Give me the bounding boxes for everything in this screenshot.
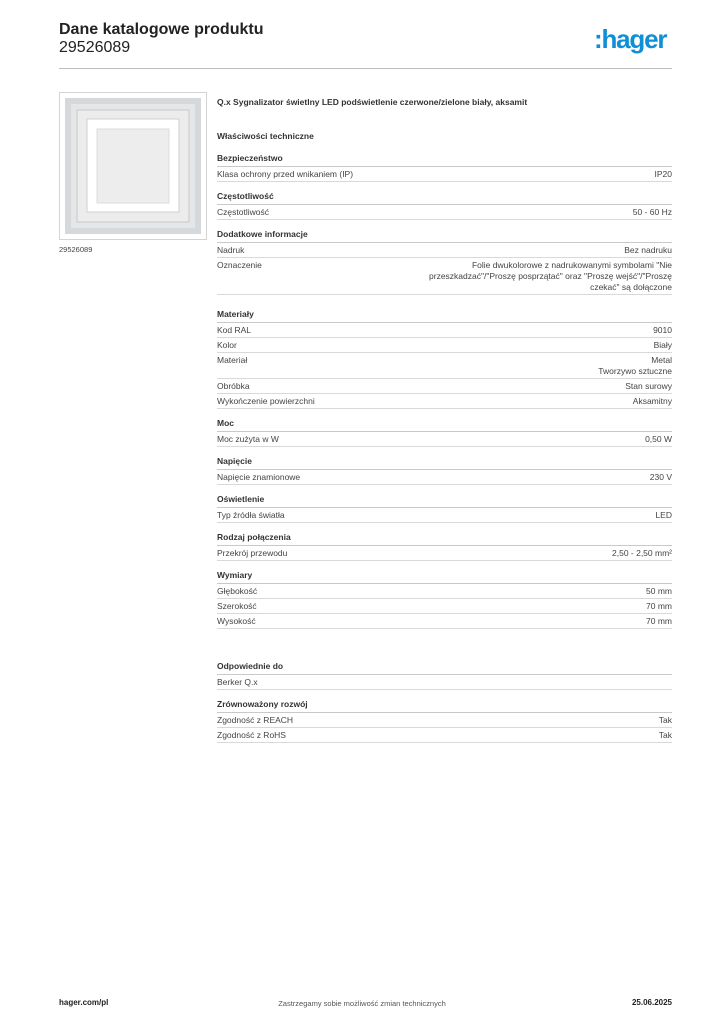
section-title: Częstotliwość — [217, 191, 672, 205]
spec-value: IP20 — [654, 169, 673, 179]
spec-label: Nadruk — [217, 245, 245, 255]
spec-value: Metal Tworzywo sztuczne — [598, 355, 672, 376]
spec-row: Obróbka Stan surowy — [217, 379, 672, 394]
spec-row: Kolor Biały — [217, 338, 672, 353]
spec-label: Obróbka — [217, 381, 250, 391]
spec-value: Tak — [658, 715, 672, 725]
spec-value: Aksamitny — [632, 396, 672, 406]
product-image — [59, 92, 207, 240]
spec-value: 50 mm — [646, 586, 672, 596]
spec-label: Szerokość — [217, 601, 257, 611]
spec-value: Stan surowy — [625, 381, 672, 391]
spec-row: Zgodność z REACH Tak — [217, 713, 672, 728]
spec-value: Bez nadruku — [624, 245, 672, 255]
header-divider — [59, 68, 672, 69]
spec-row: Głębokość 50 mm — [217, 584, 672, 599]
spec-label: Wykończenie powierzchni — [217, 396, 315, 406]
spec-value: 50 - 60 Hz — [632, 207, 672, 217]
spec-label: Zgodność z REACH — [217, 715, 294, 725]
spec-row: Częstotliwość 50 - 60 Hz — [217, 205, 672, 220]
spec-row: Wykończenie powierzchni Aksamitny — [217, 394, 672, 409]
spec-value: Tak — [658, 730, 672, 740]
spec-row: Materiał Metal Tworzywo sztuczne — [217, 353, 672, 379]
footer-disclaimer: Zastrzegamy sobie możliwość zmian techni… — [278, 999, 446, 1008]
spec-row: Typ źródła światła LED — [217, 508, 672, 523]
spec-label: Kod RAL — [217, 325, 252, 335]
spec-value: 2,50 - 2,50 mm² — [612, 548, 672, 558]
logo-text: :hager — [594, 26, 667, 54]
section-title: Zrównoważony rozwój — [217, 699, 672, 713]
spec-row: Szerokość 70 mm — [217, 599, 672, 614]
spec-row: Berker Q.x — [217, 675, 672, 690]
document-title: Dane katalogowe produktu — [59, 21, 264, 38]
spec-label: Klasa ochrony przed wnikaniem (IP) — [217, 169, 354, 179]
spec-row: Oznaczenie Folie dwukolorowe z nadrukowan… — [217, 258, 672, 295]
spec-label: Napięcie znamionowe — [217, 472, 301, 482]
spec-label: Moc zużyta w W — [217, 434, 279, 444]
spec-row: Zgodność z RoHS Tak — [217, 728, 672, 743]
footer-website: hager.com/pl — [59, 998, 109, 1007]
spec-label: Oznaczenie — [217, 260, 262, 270]
spec-row: Moc zużyta w W 0,50 W — [217, 432, 672, 447]
image-caption: 29526089 — [59, 245, 93, 254]
section-title: Odpowiednie do — [217, 661, 672, 675]
spec-label: Wysokość — [217, 616, 256, 626]
section-title: Napięcie — [217, 456, 672, 470]
spec-label: Berker Q.x — [217, 677, 258, 687]
spec-value: 70 mm — [646, 616, 672, 626]
spec-label: Materiał — [217, 355, 248, 365]
spec-section: Odpowiednie do Berker Q.x — [217, 661, 672, 690]
product-number: 29526089 — [59, 39, 131, 56]
spec-row: Klasa ochrony przed wnikaniem (IP) IP20 — [217, 167, 672, 182]
spec-row: Nadruk Bez nadruku — [217, 243, 672, 258]
section-title: Materiały — [217, 309, 672, 323]
spec-value: Biały — [653, 340, 672, 350]
section-title: Rodzaj połączenia — [217, 532, 672, 546]
product-title: Q.x Sygnalizator świetlny LED podświetle… — [217, 97, 528, 107]
spec-value: 70 mm — [646, 601, 672, 611]
spec-label: Głębokość — [217, 586, 258, 596]
spec-label: Częstotliwość — [217, 207, 269, 217]
properties-heading: Właściwości techniczne — [217, 131, 314, 141]
spec-value: LED — [655, 510, 672, 520]
spec-row: Przekrój przewodu 2,50 - 2,50 mm² — [217, 546, 672, 561]
spec-value: 9010 — [653, 325, 672, 335]
footer-date: 25.06.2025 — [631, 998, 672, 1007]
spec-value: Folie dwukolorowe z nadrukowanymi symbol… — [429, 260, 672, 292]
spec-value: 0,50 W — [645, 434, 672, 444]
section-title: Dodatkowe informacje — [217, 229, 672, 243]
spec-row: Wysokość 70 mm — [217, 614, 672, 629]
hager-logo: :hager — [594, 26, 669, 54]
spec-value: 230 V — [649, 472, 672, 482]
spec-label: Kolor — [217, 340, 237, 350]
spec-label: Typ źródła światła — [217, 510, 285, 520]
section-title: Moc — [217, 418, 672, 432]
spec-label: Przekrój przewodu — [217, 548, 288, 558]
spec-row: Napięcie znamionowe 230 V — [217, 470, 672, 485]
spec-label: Zgodność z RoHS — [217, 730, 286, 740]
section-title: Oświetlenie — [217, 494, 672, 508]
spec-row: Kod RAL 9010 — [217, 323, 672, 338]
section-title: Wymiary — [217, 570, 672, 584]
section-title: Bezpieczeństwo — [217, 153, 672, 167]
